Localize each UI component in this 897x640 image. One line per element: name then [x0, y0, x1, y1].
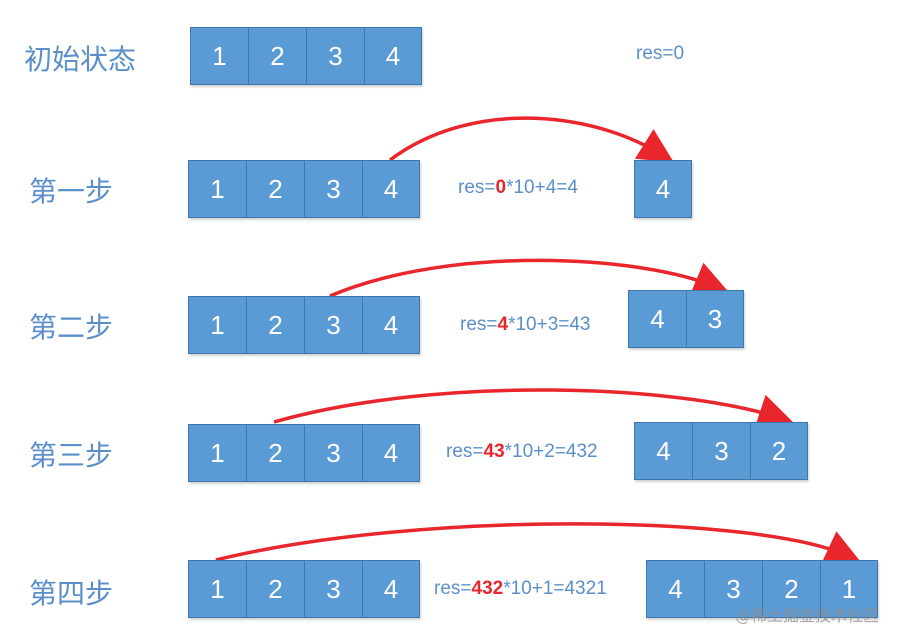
formula-prefix: res= — [460, 314, 498, 335]
result-cell: 3 — [692, 422, 750, 480]
source-cell: 1 — [188, 160, 246, 218]
formula-prefix: res= — [434, 578, 472, 599]
source-cell: 4 — [362, 296, 420, 354]
result-array-step-4: 4 3 2 1 — [646, 560, 878, 618]
step-label-initial: 初始状态 — [23, 43, 136, 76]
formula-prefix: res= — [446, 441, 484, 462]
source-cell: 2 — [246, 560, 304, 618]
watermark: @稀土掘金技术社区 — [734, 606, 879, 625]
source-cell: 2 — [248, 27, 306, 85]
arrow-step-2 — [329, 258, 729, 298]
arrow-step-3 — [273, 388, 794, 429]
result-array-step-1: 4 — [634, 160, 692, 218]
formula-step-1: res=0*10+4=4 — [458, 176, 578, 200]
formula-step-3: res=43*10+2=432 — [446, 440, 598, 464]
source-cell: 1 — [188, 424, 246, 482]
source-cell: 4 — [362, 424, 420, 482]
result-cell: 2 — [762, 560, 820, 618]
result-cell: 4 — [646, 560, 704, 618]
result-cell: 3 — [686, 290, 744, 348]
result-cell: 3 — [704, 560, 762, 618]
source-cell: 3 — [304, 296, 362, 354]
source-cell: 2 — [246, 160, 304, 218]
source-cell: 1 — [190, 27, 248, 85]
source-cell: 4 — [362, 560, 420, 618]
formula-step-2: res=4*10+3=43 — [460, 313, 591, 337]
formula-suffix: *10+1=4321 — [503, 578, 607, 599]
source-cell: 4 — [362, 160, 420, 218]
source-array-step-1: 1 2 3 4 — [188, 160, 420, 218]
formula-suffix: *10+2=432 — [504, 441, 598, 462]
source-cell: 3 — [304, 424, 362, 482]
formula-step-4: res=432*10+1=4321 — [434, 577, 607, 601]
result-array-step-3: 4 3 2 — [634, 422, 808, 480]
formula-highlight: 0 — [495, 177, 507, 198]
result-cell: 4 — [634, 160, 692, 218]
result-cell: 4 — [628, 290, 686, 348]
formula-prefix: res= — [458, 177, 496, 198]
source-cell: 1 — [188, 296, 246, 354]
source-cell: 3 — [304, 560, 362, 618]
source-array-step-4: 1 2 3 4 — [188, 560, 420, 618]
step-label-4: 第四步 — [28, 577, 113, 610]
source-array-step-2: 1 2 3 4 — [188, 296, 420, 354]
source-cell: 4 — [364, 27, 422, 85]
source-cell: 2 — [246, 424, 304, 482]
step-label-1: 第一步 — [28, 175, 113, 208]
source-cell: 3 — [304, 160, 362, 218]
formula-highlight: 4 — [497, 314, 509, 335]
source-array-initial: 1 2 3 4 — [190, 27, 422, 85]
arrow-step-4 — [215, 522, 861, 564]
formula-suffix: *10+4=4 — [506, 177, 578, 198]
result-cell: 2 — [750, 422, 808, 480]
formula-highlight: 43 — [483, 441, 505, 462]
result-array-step-2: 4 3 — [628, 290, 744, 348]
source-array-step-3: 1 2 3 4 — [188, 424, 420, 482]
source-cell: 1 — [188, 560, 246, 618]
formula-highlight: 432 — [471, 578, 504, 599]
source-cell: 2 — [246, 296, 304, 354]
result-cell: 1 — [820, 560, 878, 618]
arrow-step-1 — [388, 116, 674, 163]
formula-initial: res=0 — [636, 42, 684, 66]
result-cell: 4 — [634, 422, 692, 480]
step-label-2: 第二步 — [28, 311, 113, 344]
formula-text: res=0 — [636, 43, 685, 64]
formula-suffix: *10+3=43 — [508, 314, 591, 335]
source-cell: 3 — [306, 27, 364, 85]
step-label-3: 第三步 — [28, 439, 113, 472]
